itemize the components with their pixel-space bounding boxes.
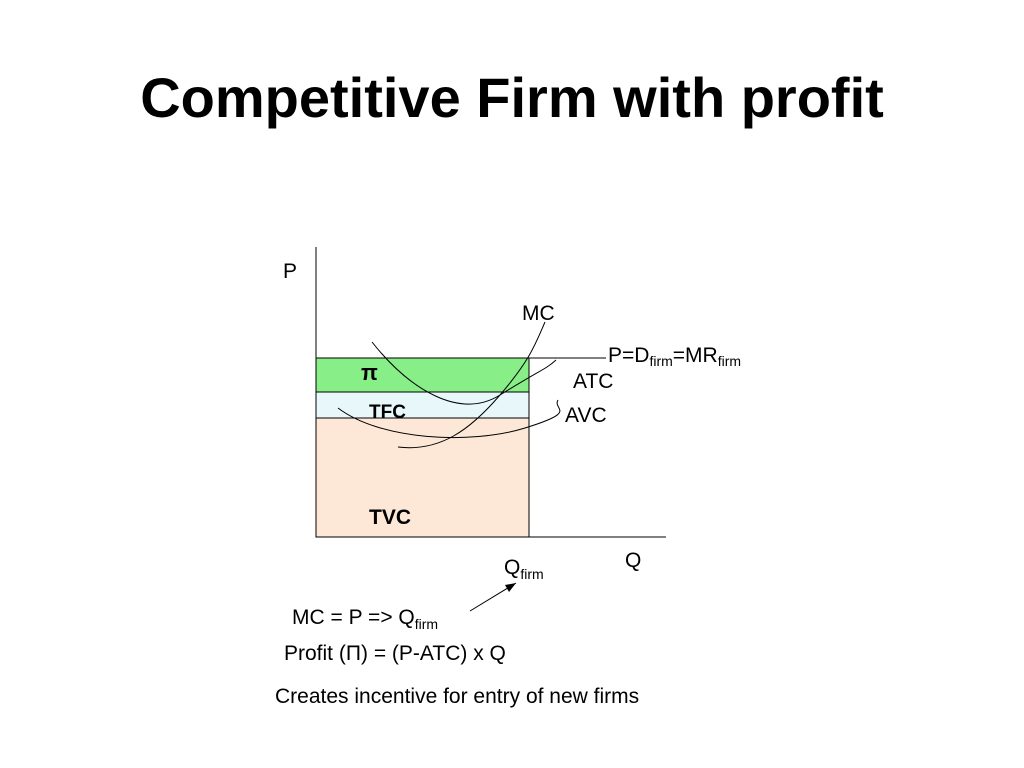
profit-label: π xyxy=(361,360,378,385)
atc-curve xyxy=(371,341,557,405)
profit-formula: Profit (Π) = (P-ATC) x Q xyxy=(284,642,506,665)
qfirm-arrowhead xyxy=(505,583,516,592)
avc-label: AVC xyxy=(565,404,607,427)
tvc-area xyxy=(315,417,530,538)
x-axis-label: Q xyxy=(625,549,641,572)
price-line-p: P=D xyxy=(608,344,649,367)
avc-curve xyxy=(337,399,561,439)
slide-title: Competitive Firm with profit xyxy=(140,66,884,129)
price-line-label: P=Dfirm=MRfirm xyxy=(608,344,741,369)
tvc-label: TVC xyxy=(369,506,411,529)
profit-area xyxy=(315,357,530,393)
rule-sub: firm xyxy=(414,616,439,632)
mc-label: MC xyxy=(522,302,555,325)
price-line-mr: =MR xyxy=(673,344,718,367)
mc-equals-p-rule: MC = P => Qfirm xyxy=(292,605,438,632)
price-line-sub-1: firm xyxy=(649,353,672,369)
y-axis-label: P xyxy=(283,260,297,283)
qfirm-label: Qfirm xyxy=(504,556,544,582)
tfc-label: TFC xyxy=(369,402,406,423)
qfirm-sub: firm xyxy=(520,566,543,582)
mc-curve xyxy=(397,321,546,449)
atc-label: ATC xyxy=(573,370,613,393)
rule-main: MC = P => Q xyxy=(292,606,415,629)
price-line-sub-2: firm xyxy=(718,353,741,369)
tfc-area xyxy=(315,391,530,419)
entry-incentive-note: Creates incentive for entry of new firms xyxy=(275,685,640,708)
qfirm-q: Q xyxy=(504,556,520,579)
